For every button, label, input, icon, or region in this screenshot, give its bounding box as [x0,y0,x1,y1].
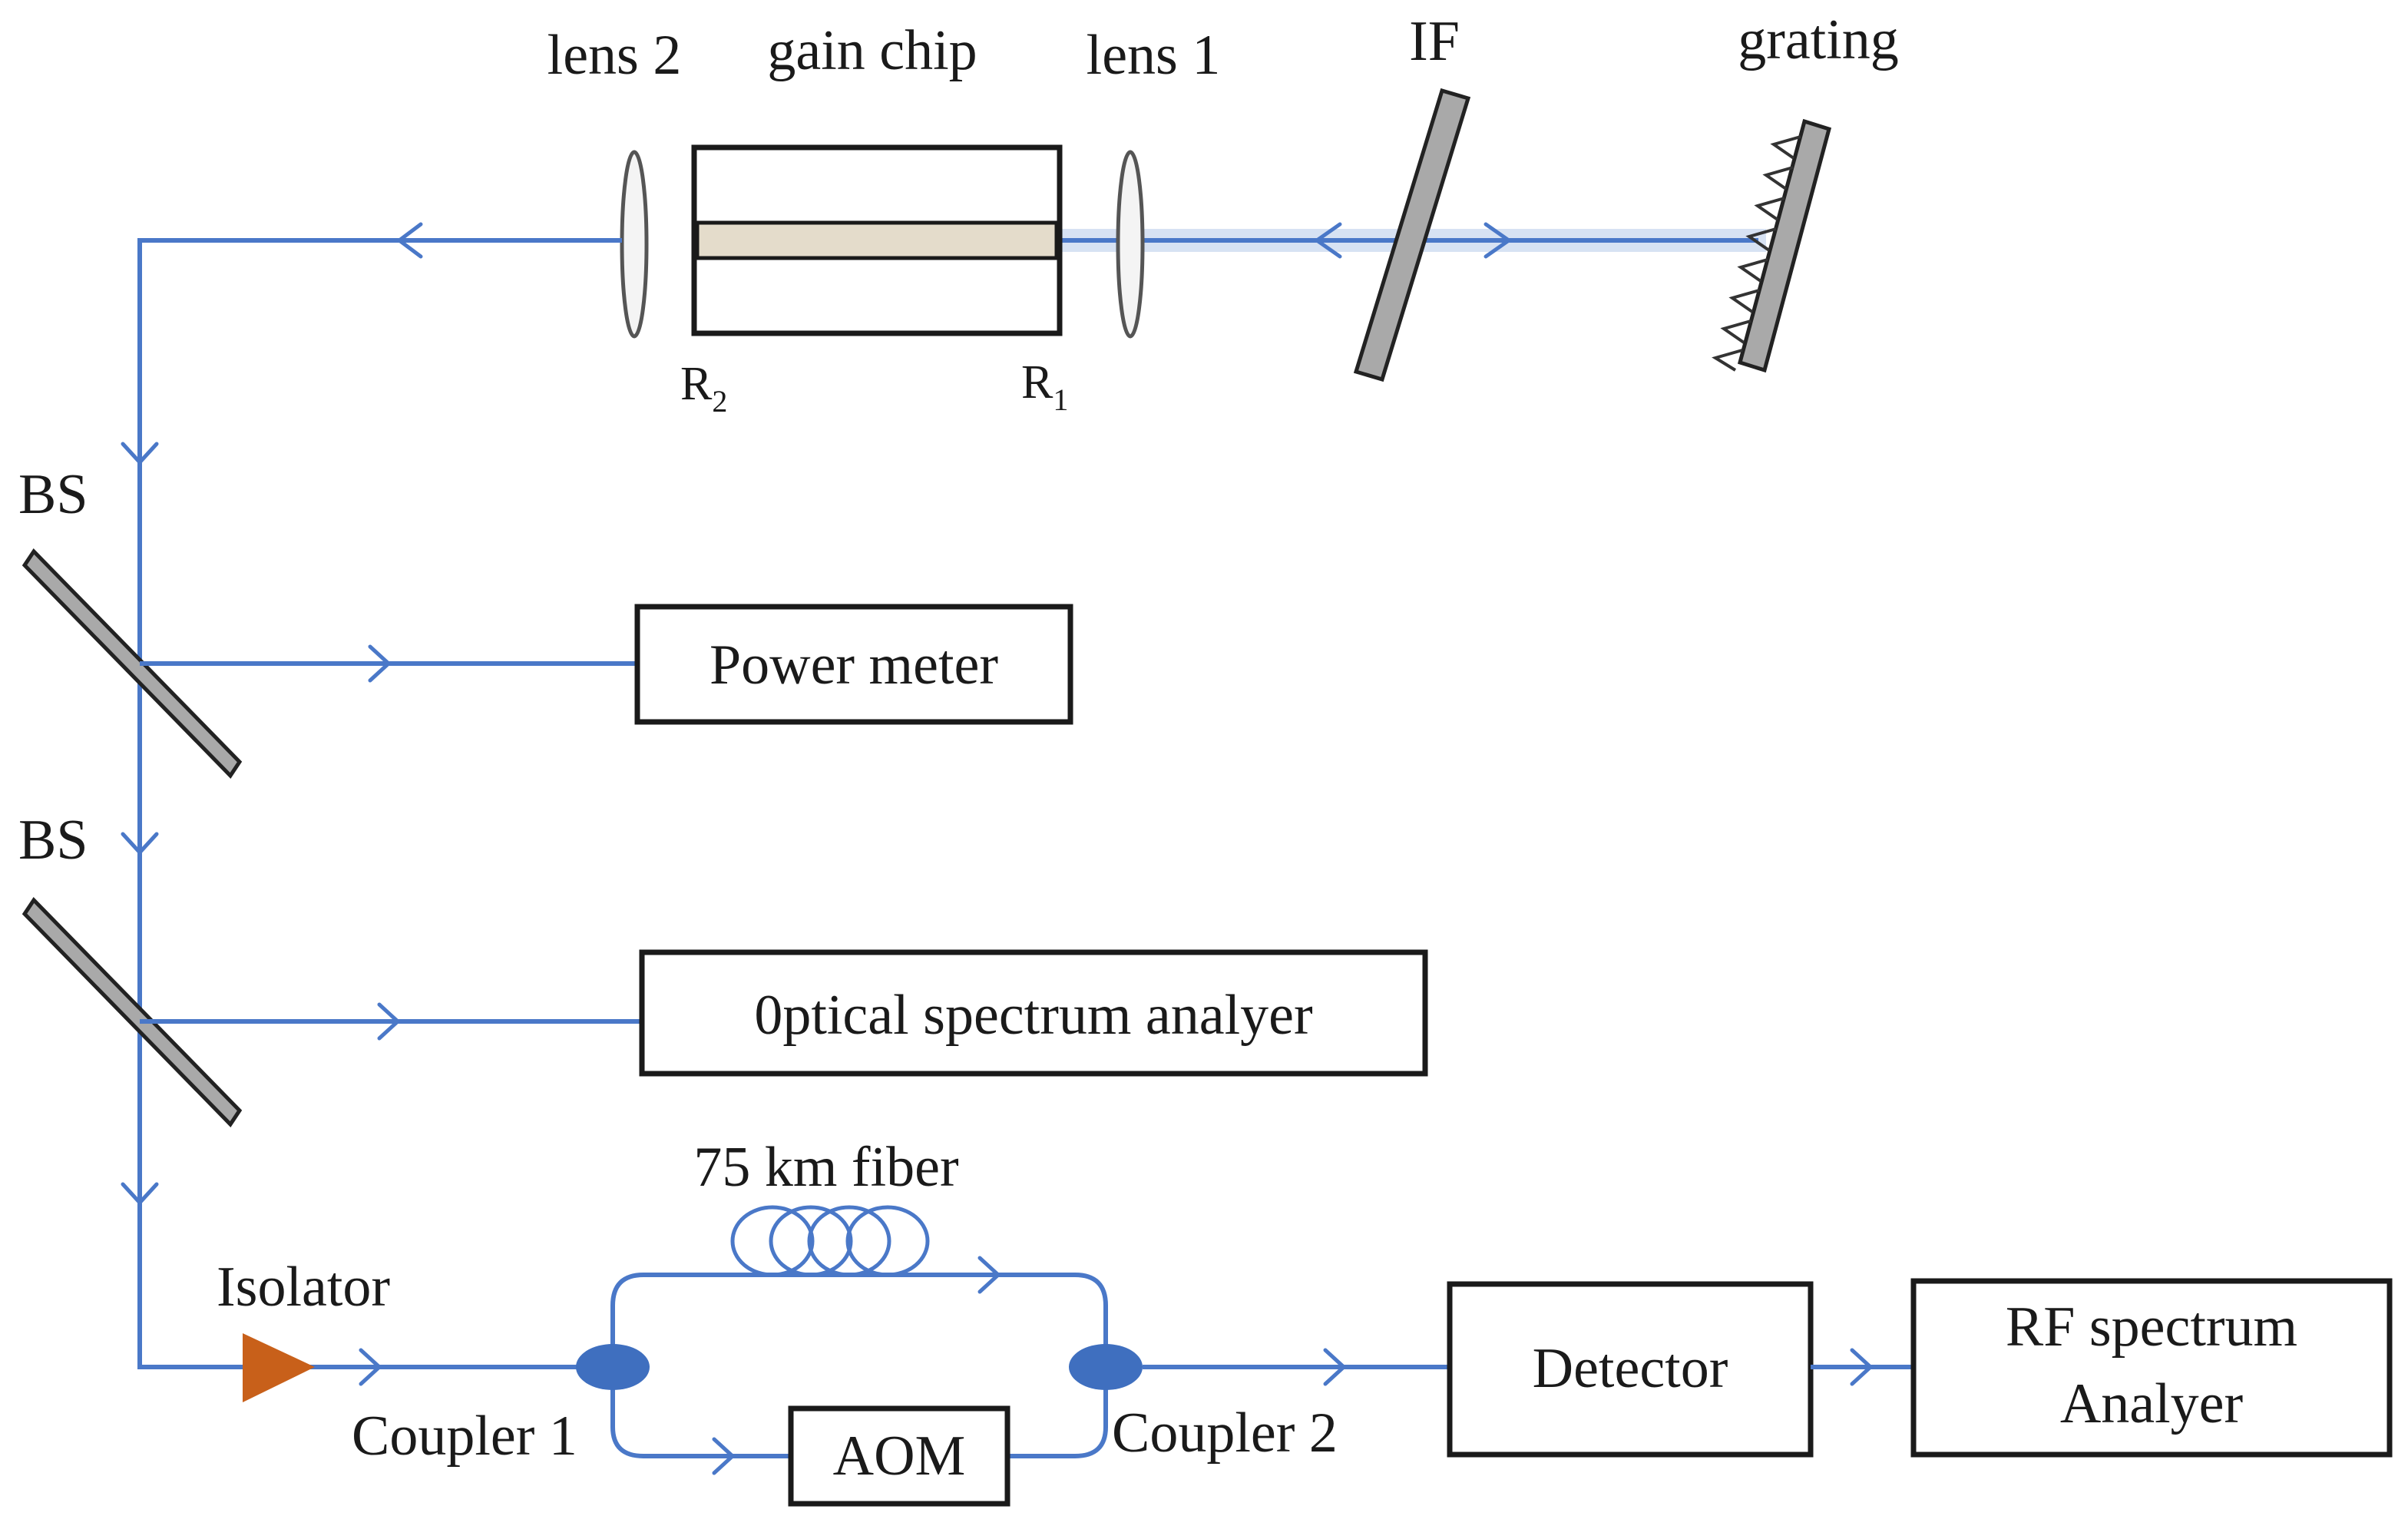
osa-box [639,949,1428,1077]
r1-label: R1 [1021,356,1068,417]
fiber-arm [610,1273,1108,1367]
bs1-element [22,548,243,779]
coupler1-element [576,1344,650,1390]
bs2-label: BS [18,809,88,872]
beam-arrow-down-3 [121,1182,159,1205]
detector-arrow [1323,1348,1346,1386]
aom-label: AOM [833,1425,966,1488]
rf-analyzer-label-line1: RF spectrum [2006,1296,2297,1359]
coupler1-label: Coupler 1 [352,1405,577,1468]
output-beam [137,238,622,1369]
fiber-label: 75 km fiber [693,1136,958,1199]
rf-arrow [1850,1348,1873,1386]
bs2-element [22,897,243,1127]
grating-element [1712,118,1832,373]
detector-box [1447,1281,1814,1458]
cavity-arrow-left [1315,222,1342,259]
isolator-element [243,1333,315,1402]
gain-waveguide [695,220,1059,260]
r2-label: R2 [680,358,727,419]
osa-arrow [377,1002,400,1041]
if-label: IF [1409,10,1460,73]
lens2-label: lens 2 [547,24,682,87]
lens1-label: lens 1 [1087,24,1221,87]
if-filter [1353,88,1471,382]
fiber-spool-icon [730,1205,930,1277]
lens1-element [1116,150,1145,339]
detector-label: Detector [1533,1337,1728,1400]
aom-arm-arrow [712,1437,735,1475]
aom-arm [610,1367,1108,1458]
coupler2-label: Coupler 2 [1112,1402,1338,1465]
osa-label: 0ptical spectrum analyer [754,984,1312,1047]
grating-label: grating [1738,8,1899,71]
rf-analyzer-label-line2: Analyer [2060,1372,2243,1435]
beam-arrow-left [397,222,423,259]
beam-arrow-down-1 [121,442,159,465]
beam-arrow-down-2 [121,832,159,855]
rf-analyzer-box [1910,1278,2393,1458]
isolator-arrow [359,1348,382,1386]
power-meter-arrow [368,644,391,683]
lens2-element [620,150,649,339]
fiber-arm-arrow [977,1256,1001,1294]
aom-box [788,1405,1011,1507]
isolator-label: Isolator [217,1256,390,1319]
power-meter-label: Power meter [710,634,998,697]
gain-chip-label: gain chip [767,19,977,82]
power-meter-box [634,604,1073,725]
bs1-label: BS [18,463,88,526]
coupler2-element [1069,1344,1143,1390]
cavity-arrow-right [1484,222,1511,259]
